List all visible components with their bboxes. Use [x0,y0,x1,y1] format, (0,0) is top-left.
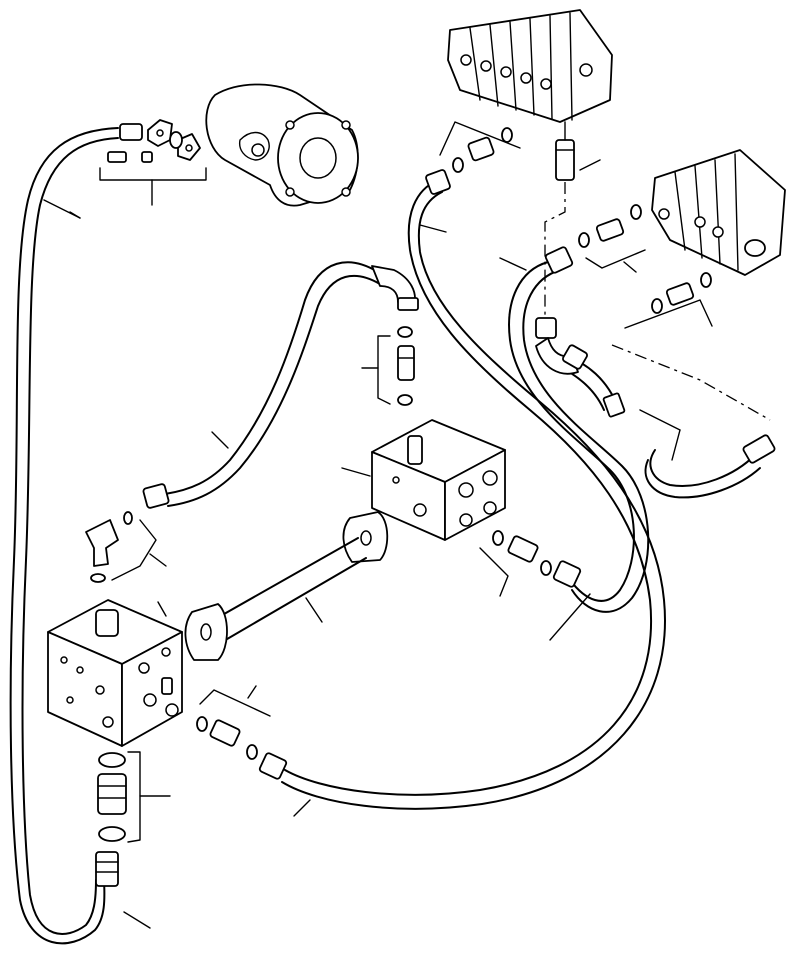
hose-center-long [281,179,666,810]
control-valve-upper [447,9,613,320]
adapter-fittings-block-lower [196,685,311,817]
adapter-fittings-upper [419,121,521,233]
hose-right-upper [508,261,650,613]
hose-long-left [9,127,119,945]
flange-clamp-kit [43,119,207,219]
elbow-fitting-top [371,265,419,311]
leader-lines [69,211,229,449]
hose-bottom [95,851,119,887]
hose-right-lower [559,354,761,499]
hydraulic-pump [205,83,359,207]
connecting-tube [184,511,389,661]
manifold-block-lower [47,599,183,747]
control-valve-right [651,149,786,276]
manifold-block-upper [341,419,506,541]
adapter-fittings-lower [97,751,171,929]
hose-middle-loop [164,261,381,507]
adapter-fittings-right [499,204,771,461]
elbow-fitting-left [85,483,170,583]
adapter-fittings-middle [361,326,415,406]
hose-fittings-right [535,246,776,464]
adapter-fittings-block-upper [479,530,591,641]
